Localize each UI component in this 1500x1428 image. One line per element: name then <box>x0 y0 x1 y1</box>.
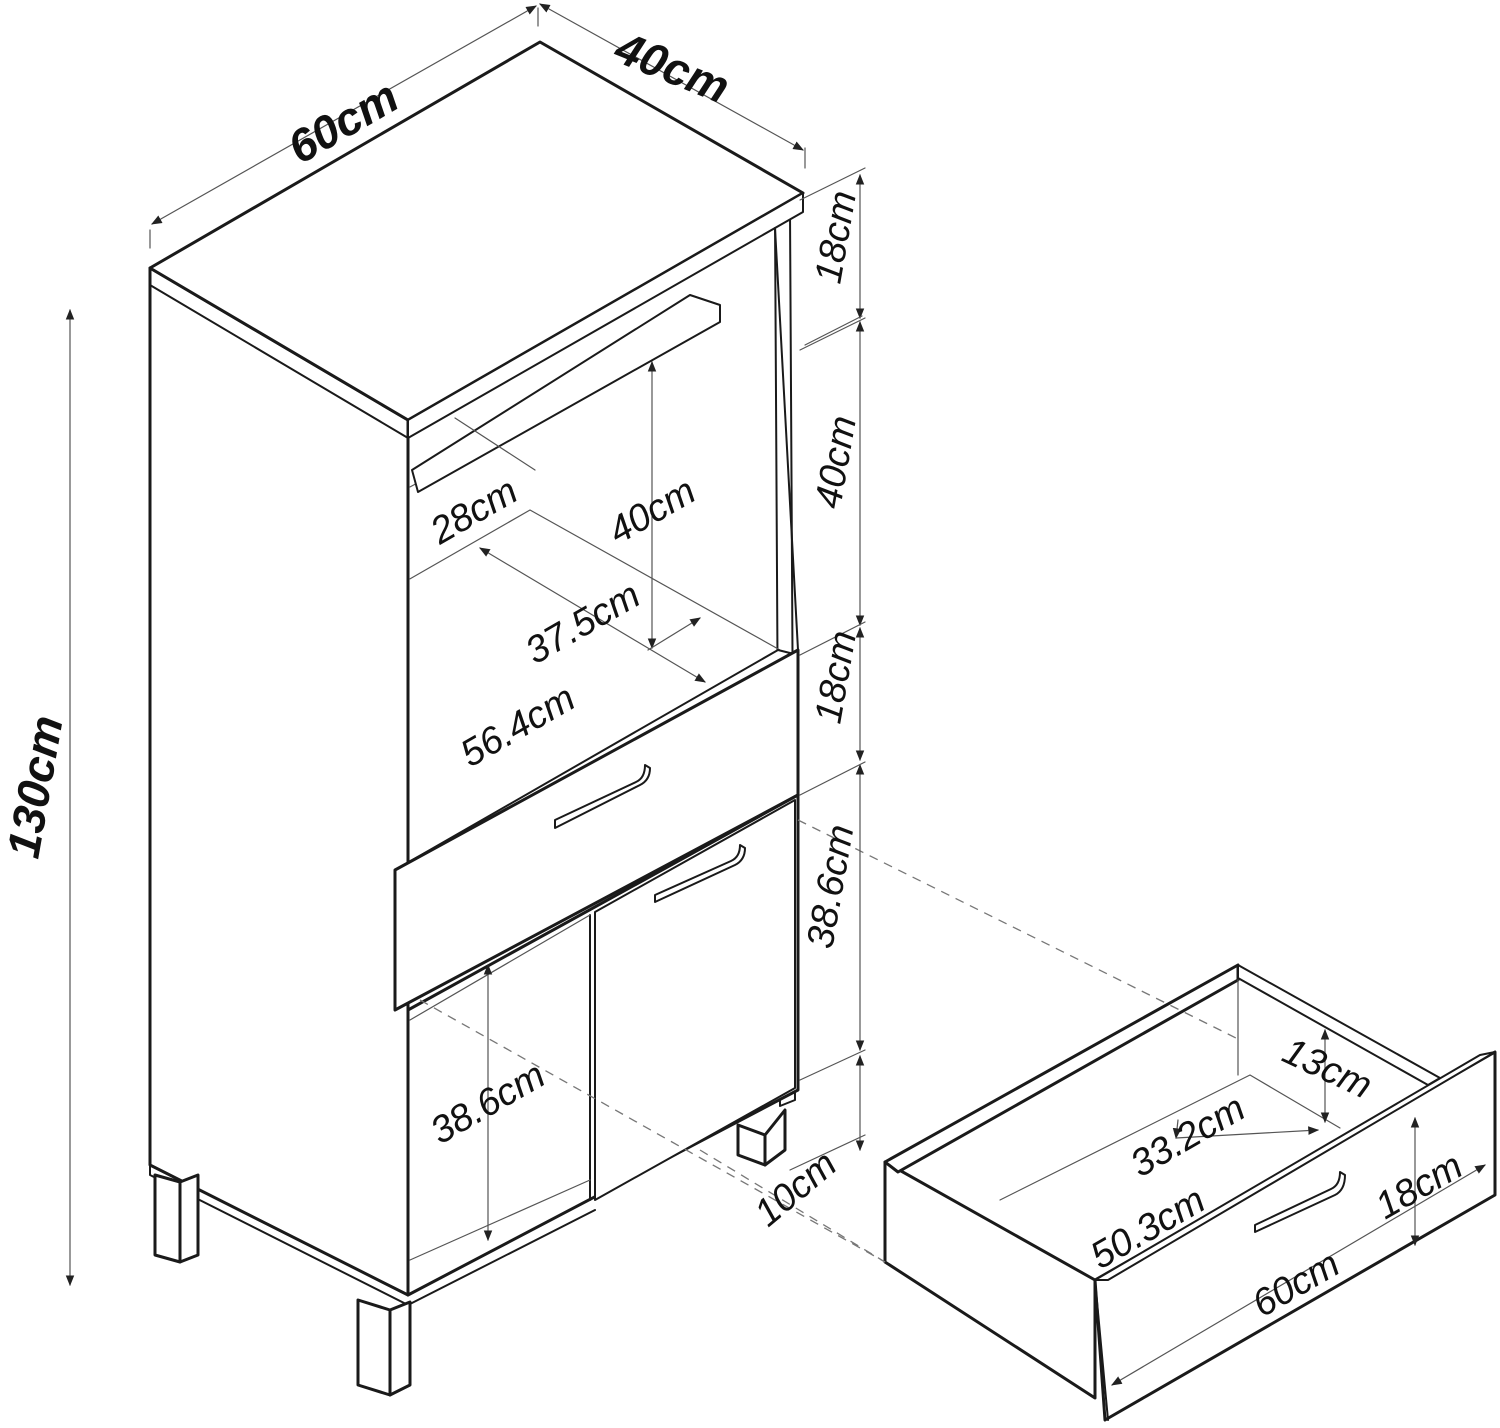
lower-open-back-edge <box>409 1179 591 1261</box>
door-handle <box>654 844 746 903</box>
label-niche-width: 56.4cm <box>454 677 583 776</box>
cabinet <box>148 40 805 1397</box>
drawer-handle <box>554 764 651 829</box>
label-niche-shelf-depth: 28cm <box>423 470 525 553</box>
leg-front-right <box>356 1298 392 1397</box>
drawer-front-left-edge <box>1094 1279 1109 1421</box>
cabinet-door <box>594 799 796 1201</box>
label-overall-height: 130cm <box>0 712 73 862</box>
cabinet-bottom-edge <box>149 1164 596 1306</box>
cabinet-top-lip <box>149 284 409 439</box>
label-drawer-band-height: 18cm <box>808 628 865 727</box>
label-niche-depth: 37.5cm <box>519 574 648 673</box>
leg-front-right-side <box>388 1300 412 1397</box>
leg-front-left-side <box>178 1173 200 1264</box>
drawer-box-left-side <box>883 1160 1097 1400</box>
leg-front-left <box>153 1173 182 1264</box>
label-microwave-niche-height: 40cm <box>808 413 865 512</box>
label-lower-cabinet-height: 38.6cm <box>800 822 863 952</box>
label-drawer-inner-depth: 33.2cm <box>1124 1087 1253 1186</box>
lower-open-shelf-edge <box>409 914 591 1021</box>
drawer-inner-floor <box>999 1074 1341 1201</box>
cabinet-left-side <box>148 266 410 1297</box>
label-top-shelf-gap: 18cm <box>808 188 865 287</box>
leg-back-right <box>736 1123 767 1167</box>
projection-lines <box>419 819 1241 1263</box>
dimension-lines <box>65 3 1486 1386</box>
leg-back-right-side <box>763 1108 787 1167</box>
cabinet-top-front-edge <box>407 192 804 439</box>
niche-shelf <box>411 294 721 493</box>
